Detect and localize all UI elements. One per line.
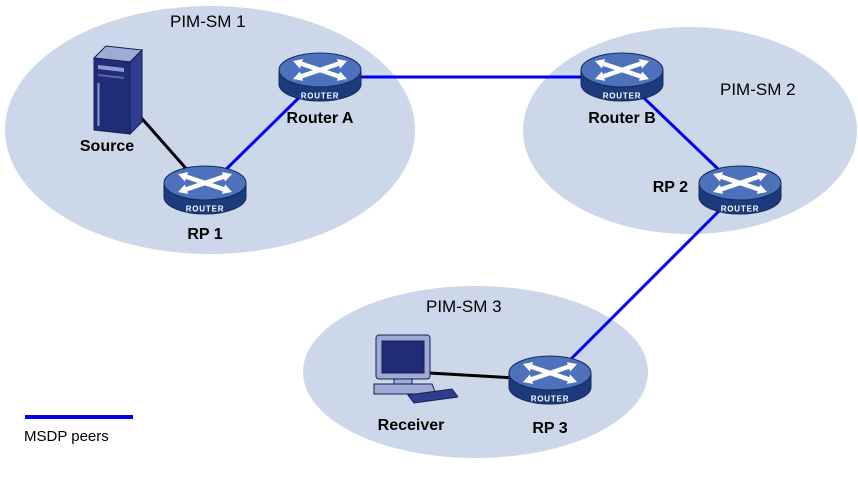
router-a-icon xyxy=(276,48,364,106)
source-server-icon xyxy=(80,36,150,140)
domain-pim-sm-2 xyxy=(523,27,857,234)
label-rp1: RP 1 xyxy=(187,226,223,243)
label-receiver: Receiver xyxy=(377,417,445,434)
receiver-computer-icon xyxy=(366,333,458,411)
router-b-icon xyxy=(578,48,666,106)
label-router-b: Router B xyxy=(588,110,656,127)
legend-msdp-label: MSDP peers xyxy=(24,428,109,445)
rp1-router-icon xyxy=(161,161,249,219)
label-pim-sm-3: PIM-SM 3 xyxy=(426,297,502,316)
label-pim-sm-1: PIM-SM 1 xyxy=(170,12,246,31)
label-router-a: Router A xyxy=(286,110,354,127)
label-pim-sm-2: PIM-SM 2 xyxy=(720,80,796,99)
label-rp3: RP 3 xyxy=(532,420,568,437)
label-source: Source xyxy=(79,138,135,155)
rp2-router-icon xyxy=(696,161,784,219)
label-rp2: RP 2 xyxy=(652,179,688,196)
rp3-router-icon xyxy=(506,351,594,409)
link-rp2-rp3 xyxy=(548,188,742,382)
